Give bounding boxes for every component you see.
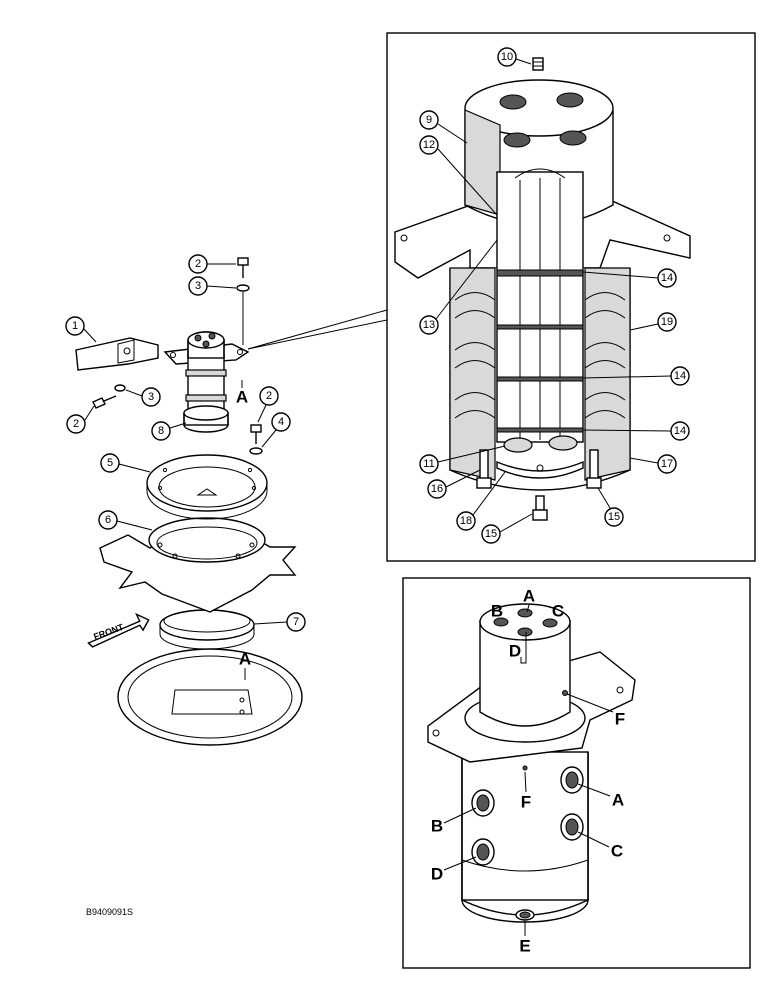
svg-text:5: 5 [107, 457, 113, 469]
callout-9: 9 [419, 110, 468, 144]
callout-2-left: 2 [66, 405, 95, 434]
callout-6: 6 [98, 510, 153, 531]
port-label-a-mount: A [236, 388, 248, 407]
bolt-2-left [92, 395, 117, 409]
swivel-port-view [427, 603, 636, 923]
callout-3-top: 3 [188, 276, 237, 296]
ring-5 [146, 454, 268, 520]
callout-14-top: 14 [582, 268, 677, 288]
bracket-1 [75, 337, 159, 371]
washer-3-top [236, 284, 250, 292]
callout-12: 12 [419, 135, 498, 216]
svg-text:18: 18 [460, 515, 472, 527]
bolt-2-right [250, 424, 262, 444]
callout-14-mid: 14 [582, 366, 690, 386]
port-label-b-top: B [491, 602, 503, 621]
callout-2-top: 2 [188, 254, 236, 274]
svg-text:15: 15 [608, 511, 620, 523]
svg-text:14: 14 [661, 272, 673, 284]
frame-plate-6 [99, 517, 297, 613]
base-plate [117, 648, 303, 746]
svg-text:13: 13 [423, 319, 435, 331]
svg-text:12: 12 [423, 139, 435, 151]
svg-text:3: 3 [148, 391, 154, 403]
washer-4 [249, 447, 263, 455]
callout-15-right: 15 [597, 487, 624, 527]
svg-text:1: 1 [72, 320, 78, 332]
port-label-c-side: C [611, 842, 623, 861]
port-label-b-side: B [431, 817, 443, 836]
callout-7: 7 [253, 612, 306, 632]
svg-text:8: 8 [158, 425, 164, 437]
washer-3-left [114, 384, 126, 392]
cutaway-view-frame [386, 32, 756, 562]
svg-text:17: 17 [661, 458, 673, 470]
svg-text:7: 7 [293, 616, 299, 628]
callout-8: 8 [151, 421, 187, 441]
svg-text:2: 2 [73, 418, 79, 430]
callout-2-right: 2 [257, 386, 279, 423]
svg-text:14: 14 [674, 370, 686, 382]
port-label-f-mid: F [521, 793, 531, 812]
swivel-joint-8 [163, 331, 250, 433]
seal-ring-7 [159, 609, 255, 650]
svg-text:6: 6 [105, 514, 111, 526]
document-id: B9409091S [86, 907, 133, 917]
callout-5: 5 [100, 453, 151, 473]
svg-text:2: 2 [266, 390, 272, 402]
svg-text:3: 3 [195, 280, 201, 292]
svg-text:10: 10 [501, 51, 513, 63]
svg-text:4: 4 [278, 416, 284, 428]
svg-text:14: 14 [674, 425, 686, 437]
callout-11: 11 [419, 445, 506, 474]
svg-text:2: 2 [195, 258, 201, 270]
svg-text:19: 19 [661, 316, 673, 328]
svg-text:9: 9 [426, 114, 432, 126]
callout-17: 17 [629, 454, 677, 474]
callout-14-bottom: 14 [582, 421, 690, 441]
callout-4: 4 [261, 412, 291, 448]
callout-19: 19 [629, 312, 677, 332]
port-label-d-side: D [431, 865, 443, 884]
callout-13: 13 [419, 239, 498, 335]
callout-18: 18 [456, 471, 506, 531]
svg-text:16: 16 [431, 483, 443, 495]
swivel-cutaway [394, 57, 691, 521]
port-label-c-top: C [552, 602, 564, 621]
bolt-2-top [237, 257, 249, 278]
svg-text:15: 15 [485, 528, 497, 540]
port-label-d-top: D [509, 642, 521, 661]
callout-15-bottom: 15 [481, 513, 533, 544]
svg-text:11: 11 [423, 458, 434, 470]
port-label-a-top: A [523, 587, 535, 606]
zoom-connector-line [247, 309, 388, 350]
callout-1: 1 [65, 316, 97, 343]
port-label-f-top: F [615, 710, 625, 729]
front-arrow-icon: FRONT [87, 612, 150, 648]
port-label-a-side: A [612, 791, 624, 810]
callout-16: 16 [427, 469, 481, 499]
port-label-e-bottom: E [519, 937, 530, 956]
callout-3-left: 3 [125, 387, 161, 407]
callout-10: 10 [497, 47, 532, 67]
port-view-frame [402, 577, 751, 969]
port-label-a-base: A [239, 650, 251, 669]
